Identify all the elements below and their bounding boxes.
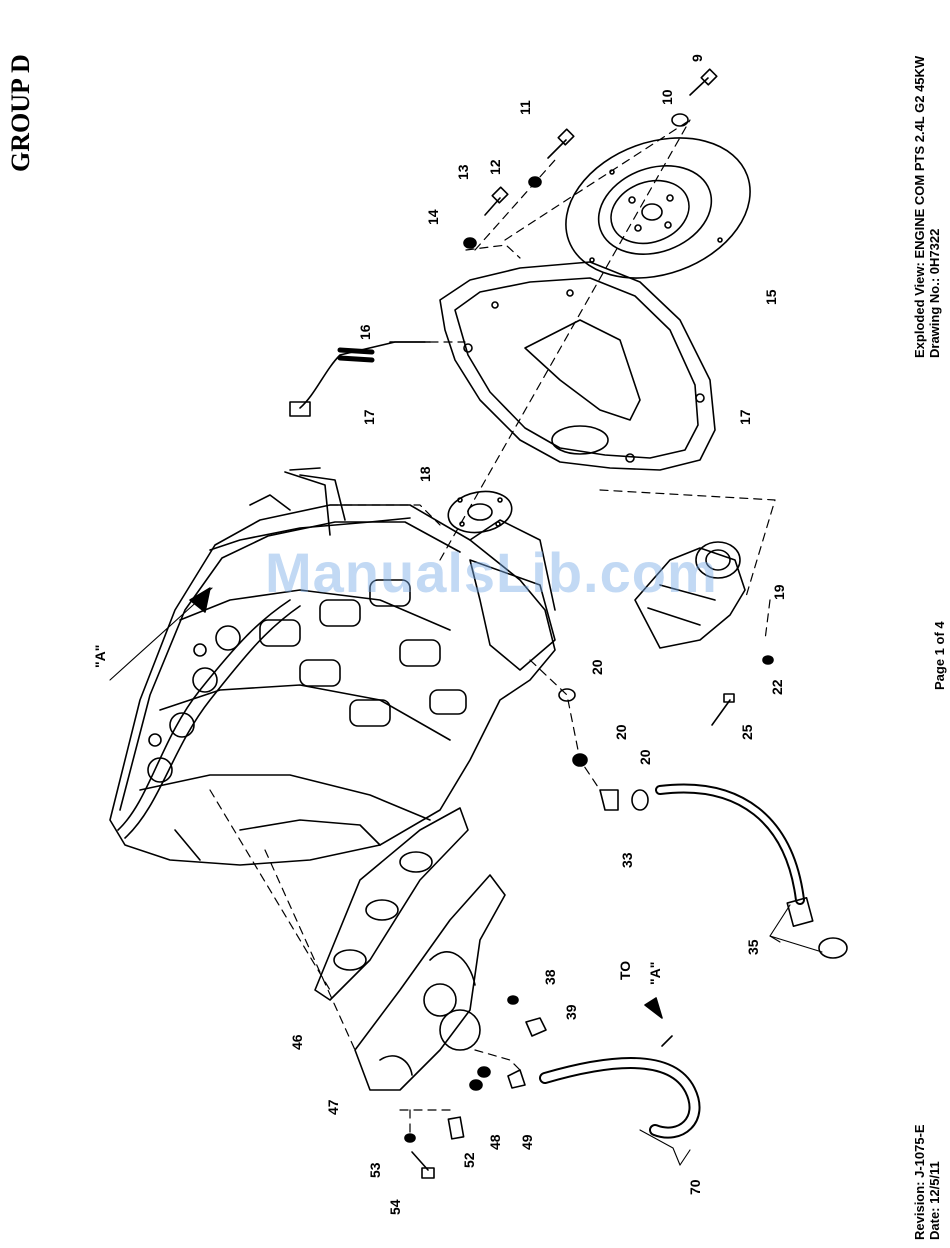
flywheel (546, 113, 770, 302)
callout-10: 20 (613, 724, 629, 740)
callout-labels: 9 10 11 12 13 14 15 16 17 17 18 19 20 20… (92, 54, 787, 1215)
callout-46: 15 (763, 289, 779, 305)
callout-20c: 53 (367, 1162, 383, 1178)
exhaust-gasket (315, 808, 468, 1000)
callout-35: 54 (387, 1199, 403, 1215)
callout-12: 33 (619, 852, 635, 868)
callout-22: 52 (461, 1152, 477, 1168)
exhaust-manifold (355, 875, 505, 1090)
callout-14: 10 (659, 89, 675, 105)
callout-39: 49 (519, 1134, 535, 1150)
watermark: ManualsLib.com (265, 540, 718, 605)
to-a-label-line1: TO (617, 961, 633, 980)
breather-hose (545, 1036, 695, 1133)
callout-17a: 12 (487, 159, 503, 175)
callout-9: 20 (589, 659, 605, 675)
flywheel-housing (440, 262, 715, 470)
sensor-harness (290, 342, 430, 416)
callout-19: 25 (739, 724, 755, 740)
callout-11: 20 (637, 749, 653, 765)
oil-hose (660, 788, 847, 958)
callout-20b: 38 (542, 969, 558, 985)
callout-18: 13 (455, 164, 471, 180)
callout-52: 47 (325, 1099, 341, 1115)
callout-25: 39 (563, 1004, 579, 1020)
callout-54: 18 (417, 466, 433, 482)
callout-13: 35 (745, 939, 761, 955)
leader-lines (110, 588, 822, 1165)
assembly-lines (210, 120, 775, 1138)
to-a-label-line2: "A" (647, 962, 663, 985)
callout-47: 17 (361, 409, 377, 425)
callout-49: 19 (771, 584, 787, 600)
callout-53: 46 (289, 1034, 305, 1050)
callout-38: 70 (687, 1179, 703, 1195)
engine-block (110, 468, 555, 865)
view-a-label: "A" (92, 645, 108, 668)
callout-70: 16 (357, 324, 373, 340)
callout-33: 48 (487, 1134, 503, 1150)
hardware (390, 69, 773, 1178)
cover-plate (445, 487, 515, 538)
callout-16: 11 (517, 100, 533, 115)
callout-15: 9 (689, 54, 705, 62)
to-a-arrowhead (645, 998, 662, 1018)
callout-17b: 14 (425, 209, 441, 225)
callout-20a: 22 (769, 679, 785, 695)
callout-48: 17 (737, 409, 753, 425)
